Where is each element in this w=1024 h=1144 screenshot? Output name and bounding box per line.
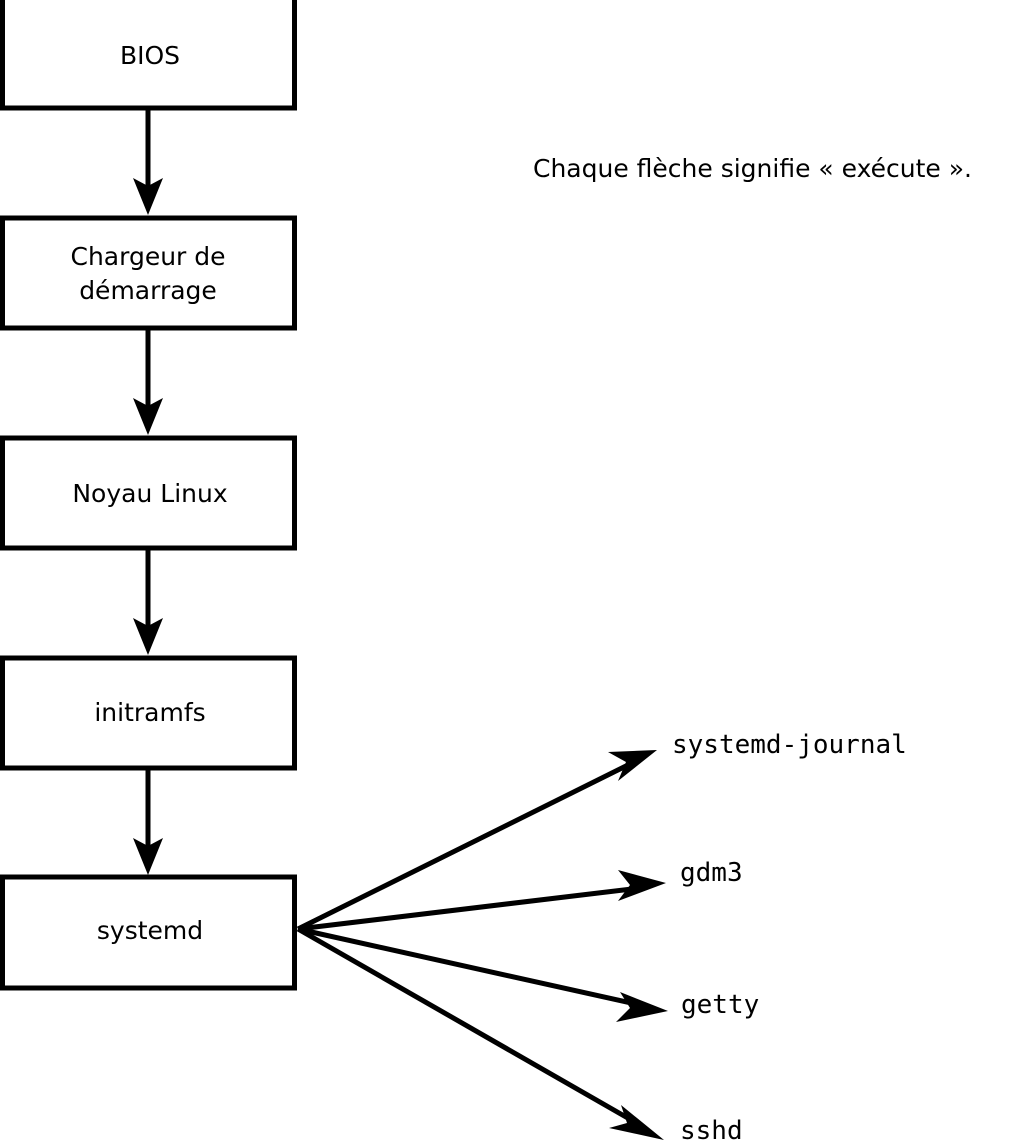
- node-bios[interactable]: BIOS: [0, 0, 297, 111]
- node-kernel-label: Noyau Linux: [72, 479, 227, 508]
- arrow-systemd-to-systemd-journal-shaft: [296, 759, 636, 932]
- arrow-systemd-to-systemd-journal: [296, 750, 657, 932]
- arrow-systemd-to-gdm3: [297, 870, 666, 932]
- arrow-initramfs-to-systemd: [133, 768, 163, 875]
- node-systemd-label: systemd: [97, 916, 203, 945]
- node-initramfs-rect: [0, 655, 297, 771]
- node-systemd-rect: [0, 874, 297, 991]
- node-initramfs[interactable]: initramfs: [0, 655, 297, 771]
- arrow-kernel-to-initramfs-head: [133, 618, 163, 655]
- arrow-systemd-to-getty-head: [616, 992, 668, 1022]
- arrow-systemd-to-systemd-journal-head: [608, 750, 657, 781]
- arrow-bios-to-bootloader-head: [133, 178, 163, 215]
- node-kernel[interactable]: Noyau Linux: [0, 435, 297, 551]
- arrow-systemd-to-getty: [297, 926, 668, 1022]
- node-bootloader-label-line1: Chargeur de: [70, 242, 225, 271]
- arrow-systemd-to-sshd: [296, 926, 664, 1140]
- service-label-getty: getty: [681, 990, 759, 1020]
- node-bios-label: BIOS: [120, 41, 180, 70]
- arrow-bios-to-bootloader: [133, 108, 163, 215]
- node-bootloader-label-line2: démarrage: [79, 276, 217, 305]
- arrow-systemd-to-gdm3-head: [618, 870, 666, 901]
- node-bios-rect: [0, 0, 297, 111]
- node-kernel-rect: [0, 435, 297, 551]
- node-bootloader[interactable]: Chargeur de démarrage: [0, 215, 297, 331]
- arrow-systemd-to-gdm3-shaft: [297, 885, 641, 932]
- service-label-systemd-journal: systemd-journal: [672, 730, 907, 760]
- service-label-gdm3: gdm3: [680, 858, 743, 888]
- arrow-systemd-to-sshd-shaft: [296, 926, 635, 1124]
- node-bootloader-rect: [0, 215, 297, 331]
- arrow-bootloader-to-kernel-head: [133, 398, 163, 435]
- service-label-sshd: sshd: [680, 1116, 743, 1144]
- diagram-caption: Chaque flèche signifie « exécute ».: [533, 154, 972, 183]
- node-initramfs-label: initramfs: [94, 698, 205, 727]
- arrow-systemd-to-getty-shaft: [297, 926, 641, 1008]
- arrow-kernel-to-initramfs: [133, 548, 163, 655]
- node-systemd[interactable]: systemd: [0, 874, 297, 991]
- arrow-systemd-to-sshd-head: [609, 1105, 664, 1140]
- arrow-bootloader-to-kernel: [133, 328, 163, 435]
- arrow-initramfs-to-systemd-head: [133, 838, 163, 875]
